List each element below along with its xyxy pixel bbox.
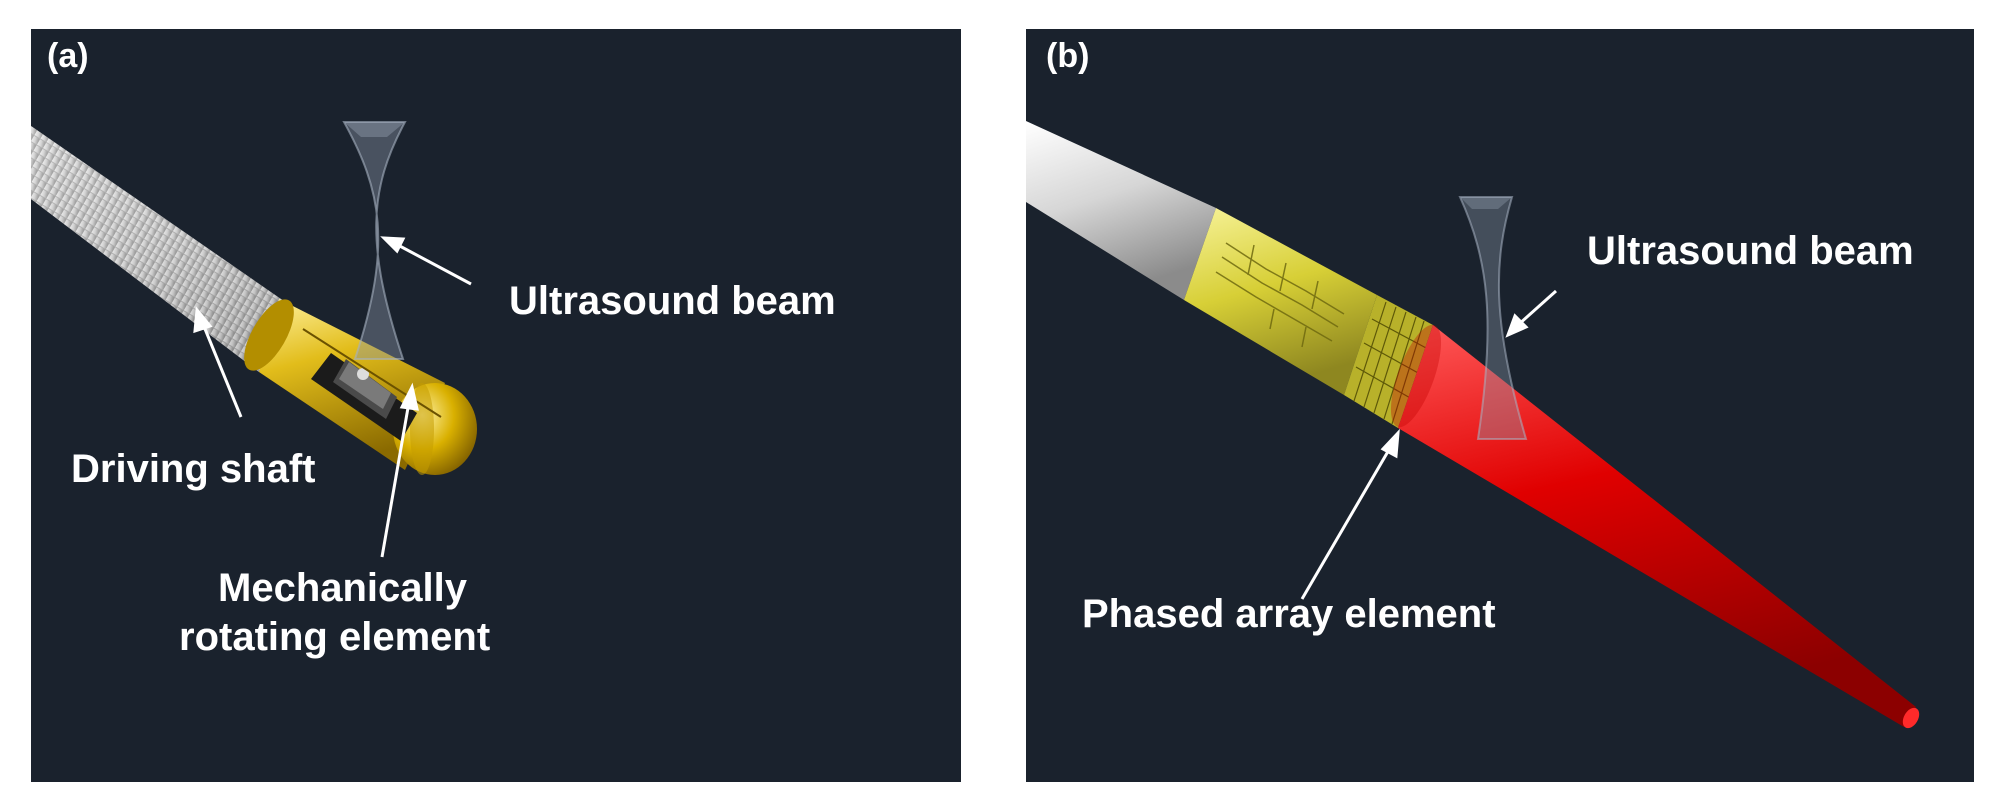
phased-array-element-label: Phased array element bbox=[1082, 592, 1496, 637]
ultrasound-beam-label: Ultrasound beam bbox=[1587, 229, 1914, 274]
array-arrow bbox=[1302, 448, 1390, 599]
beam-arrowhead bbox=[384, 238, 403, 251]
driving-shaft-label: Driving shaft bbox=[71, 447, 315, 492]
panel-b-tag: (b) bbox=[1046, 37, 1089, 76]
red-cone-shape bbox=[1381, 319, 1923, 731]
beam-arrow bbox=[1518, 291, 1556, 325]
rotating-element-label-line1: Mechanically bbox=[218, 566, 467, 611]
flex-circuit-shape bbox=[1184, 208, 1377, 395]
panel-b: (b) Ultrasound beam Phased array element bbox=[1026, 29, 1974, 782]
ultrasound-beam-label: Ultrasound beam bbox=[509, 279, 836, 324]
array-arrowhead bbox=[1383, 433, 1398, 456]
panel-a-illustration bbox=[31, 29, 961, 782]
rotating-element-label-line2: rotating element bbox=[179, 615, 490, 660]
catheter-shaft-shape bbox=[1026, 121, 1216, 300]
beam-arrow bbox=[396, 244, 471, 284]
panel-a: (a) Ultrasound beam Driving shaft Mechan… bbox=[31, 29, 961, 782]
panel-b-illustration bbox=[1026, 29, 1974, 782]
panel-a-tag: (a) bbox=[47, 37, 89, 76]
